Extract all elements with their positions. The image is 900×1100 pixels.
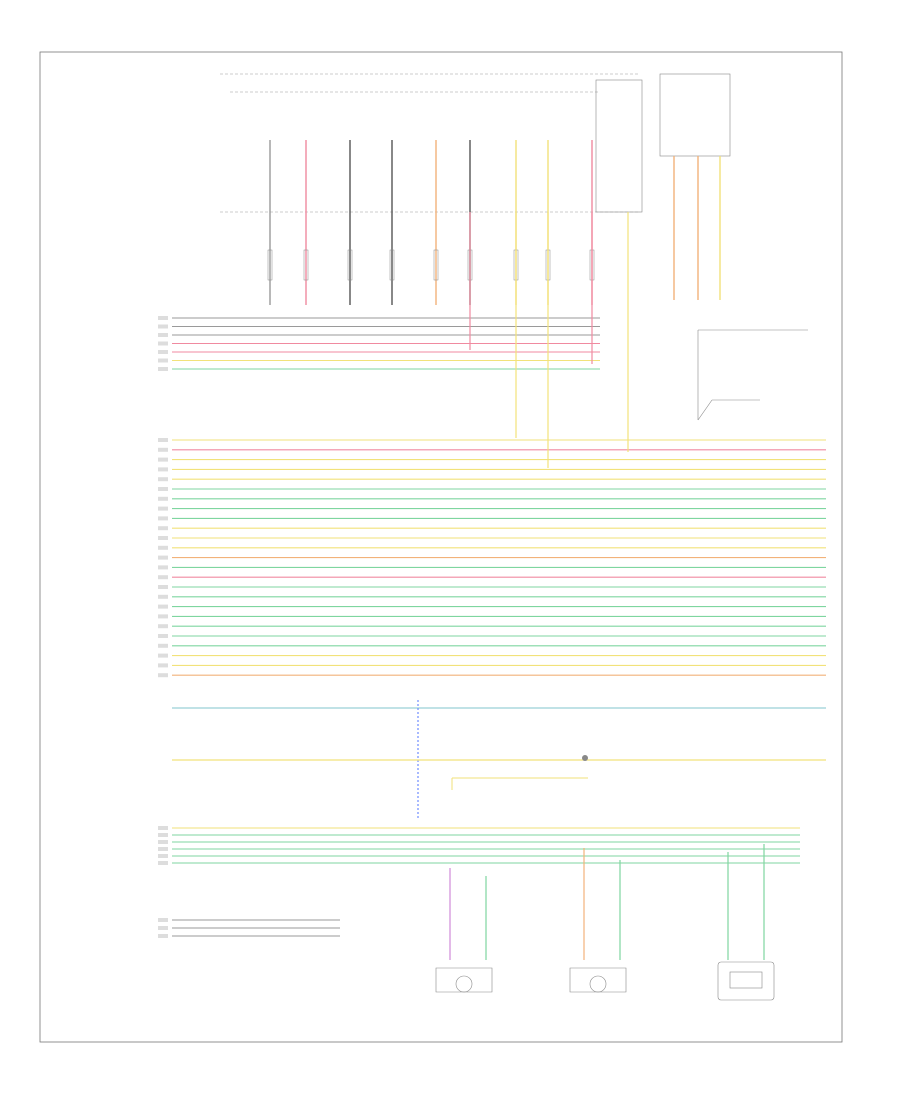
main-pin bbox=[158, 516, 168, 521]
wheel-speed-sensor-left bbox=[435, 967, 493, 993]
sensor-pin bbox=[158, 847, 168, 851]
sensor-wire-group bbox=[158, 826, 800, 865]
main-pin bbox=[158, 624, 168, 629]
diagram-frame bbox=[39, 51, 843, 1043]
main-pin bbox=[158, 653, 168, 658]
main-pin bbox=[158, 555, 168, 560]
main-pin bbox=[158, 545, 168, 550]
battery-sensor bbox=[717, 961, 775, 1001]
wire-segment-marker bbox=[389, 249, 395, 281]
wheel-speed-sensor-right bbox=[569, 967, 627, 993]
top-power-bus bbox=[220, 73, 643, 213]
sensor-pin bbox=[158, 854, 168, 858]
wire-segment-marker bbox=[267, 249, 273, 281]
bottom-left-ground-wires bbox=[158, 918, 340, 938]
mid-yellow-line bbox=[172, 755, 826, 790]
upper-wire-group bbox=[158, 316, 600, 371]
main-wire-group bbox=[158, 438, 826, 678]
main-pin bbox=[158, 467, 168, 472]
main-pin bbox=[158, 506, 168, 511]
main-pin bbox=[158, 438, 168, 442]
main-pin bbox=[158, 643, 168, 648]
upper-pin bbox=[158, 341, 168, 346]
main-pin bbox=[158, 487, 168, 491]
main-pin bbox=[158, 526, 168, 531]
main-pin bbox=[158, 673, 168, 678]
upper-pin bbox=[158, 316, 168, 320]
upper-pin bbox=[158, 333, 168, 337]
ground-pin bbox=[158, 934, 168, 938]
main-pin bbox=[158, 634, 168, 638]
main-pin bbox=[158, 575, 168, 580]
bottom-sensor-feeds bbox=[449, 844, 765, 960]
main-pin bbox=[158, 496, 168, 501]
right-module-wires bbox=[673, 156, 721, 300]
upper-pin bbox=[158, 324, 168, 329]
main-pin bbox=[158, 663, 168, 668]
upper-pin bbox=[158, 367, 168, 371]
wire-segment-marker bbox=[303, 249, 309, 281]
wire-segment-marker bbox=[347, 249, 353, 281]
upper-pin bbox=[158, 358, 168, 363]
sensor-pin bbox=[158, 826, 168, 830]
sensor-pin bbox=[158, 840, 168, 844]
main-pin bbox=[158, 536, 168, 540]
right-side-module bbox=[697, 329, 808, 421]
top-right-module bbox=[659, 73, 731, 157]
main-pin bbox=[158, 565, 168, 570]
vertical-feeds bbox=[469, 212, 629, 468]
main-pin bbox=[158, 585, 168, 589]
main-pin bbox=[158, 614, 168, 619]
upper-pin bbox=[158, 350, 168, 354]
sensor-pin bbox=[158, 833, 168, 837]
sensor-pin bbox=[158, 861, 168, 865]
main-pin bbox=[158, 604, 168, 609]
main-pin bbox=[158, 447, 168, 452]
ground-pin bbox=[158, 926, 168, 930]
top-connector-wires bbox=[267, 140, 595, 305]
main-pin bbox=[158, 594, 168, 599]
wire-segment-marker bbox=[433, 249, 439, 281]
main-pin bbox=[158, 477, 168, 482]
ground-pin bbox=[158, 918, 168, 922]
main-pin bbox=[158, 457, 168, 462]
